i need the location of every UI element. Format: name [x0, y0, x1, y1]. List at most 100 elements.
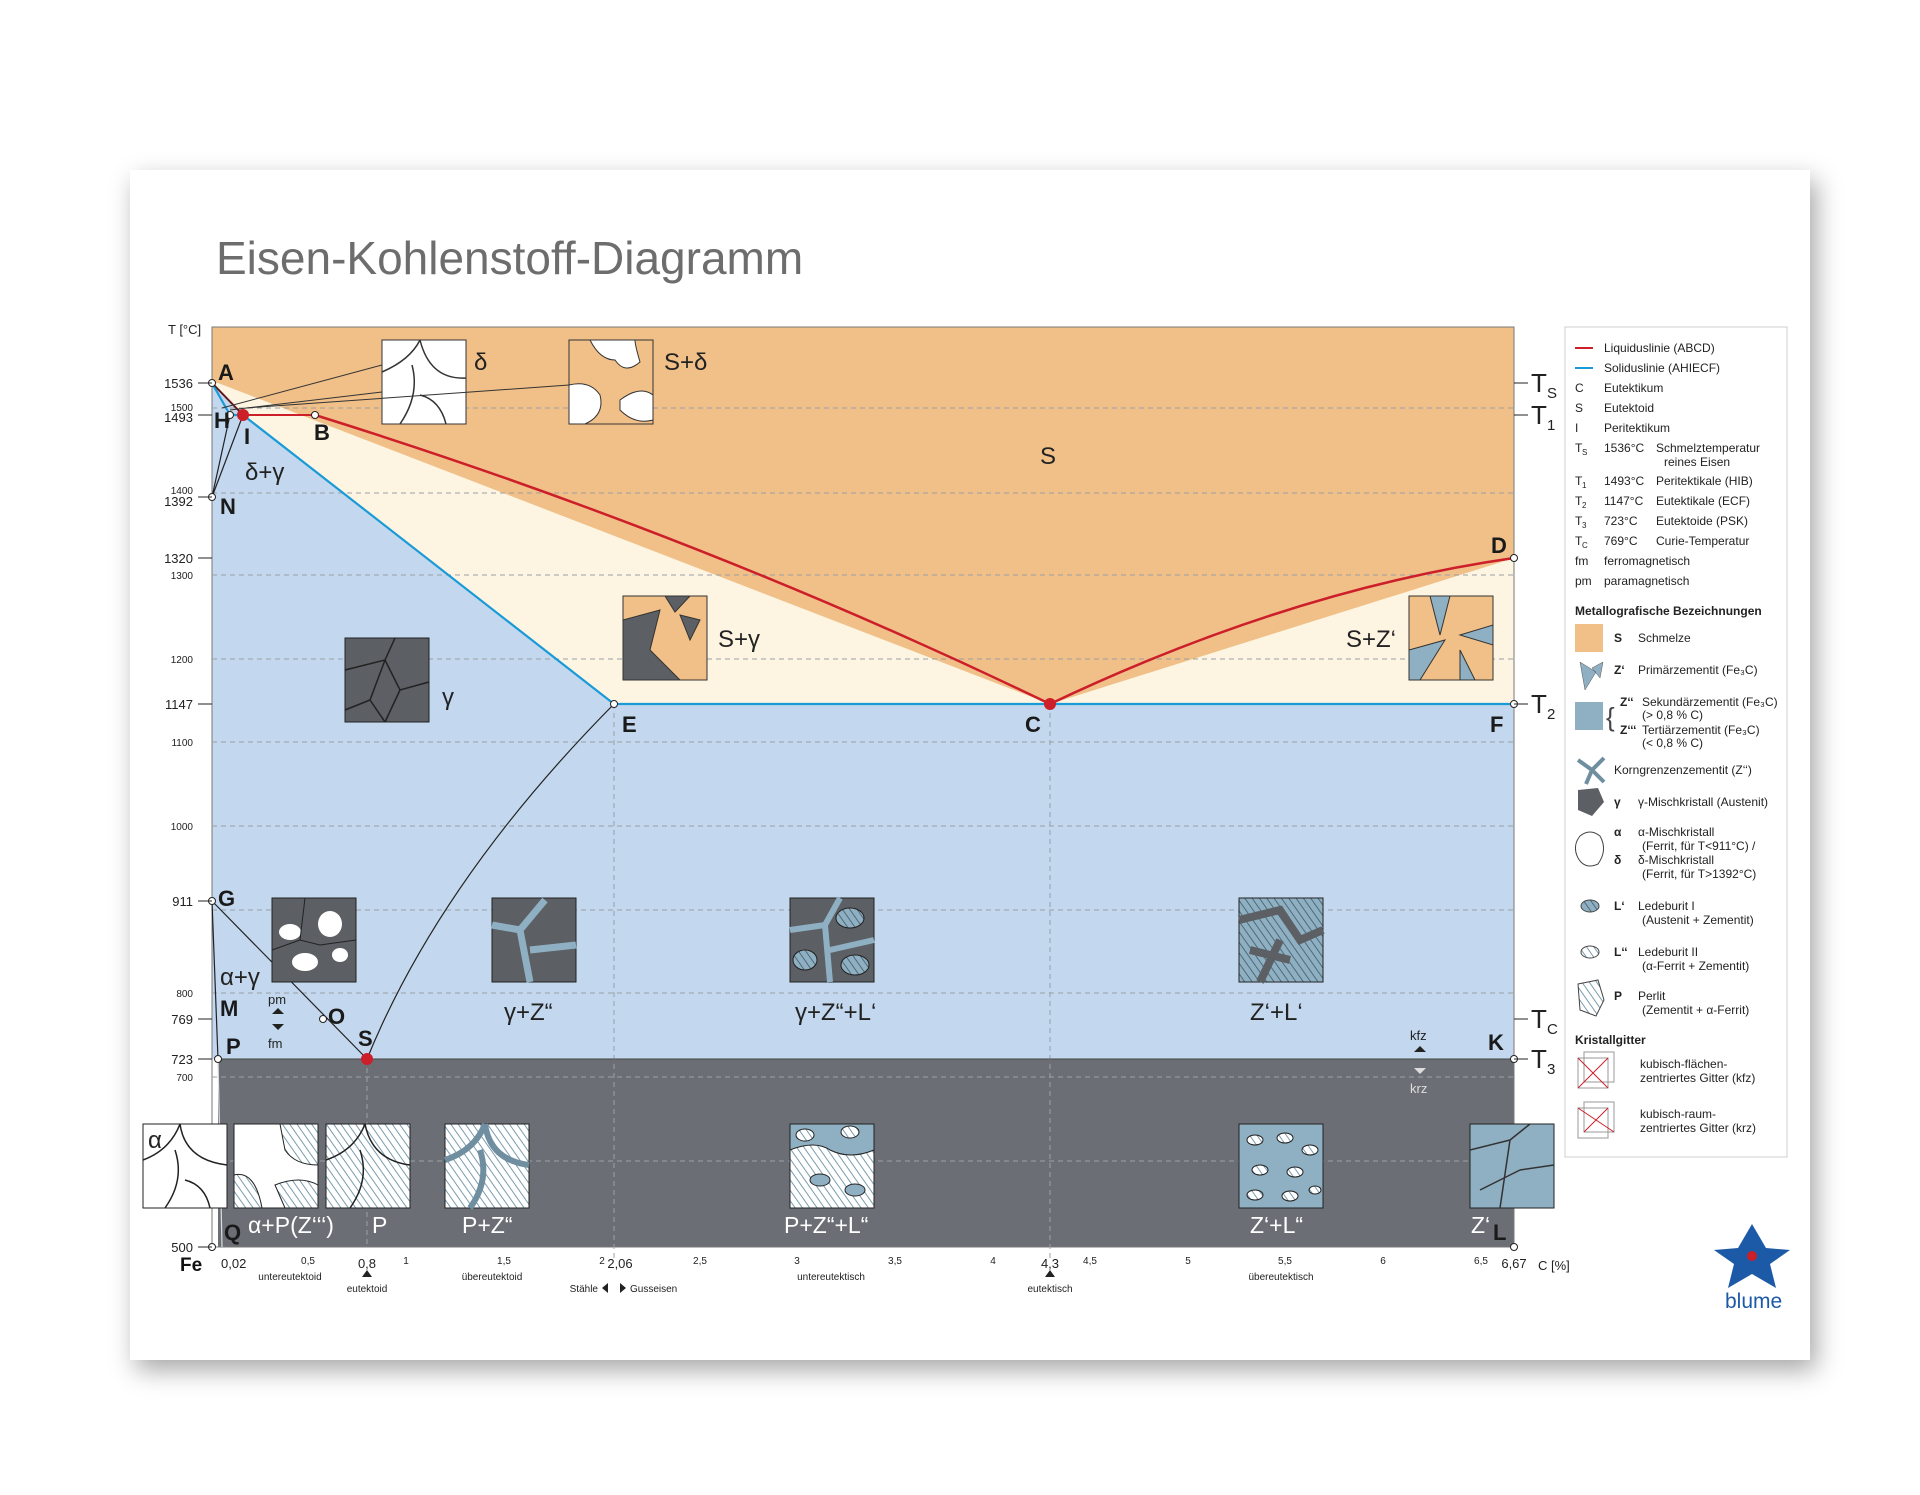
y-tick-1200: 1200 [171, 655, 194, 666]
micrograph-p-z2-l2 [789, 1123, 875, 1209]
marker-t1: T [1531, 400, 1547, 430]
y-tick-1493: 1493 [164, 410, 193, 425]
x-tick-15: 1,5 [497, 1256, 511, 1267]
legend-peritektikum: Peritektikum [1604, 421, 1670, 435]
micrograph-z1 [1469, 1123, 1555, 1209]
liquidus-bc [314, 413, 1051, 706]
svg-text:2: 2 [1582, 501, 1587, 510]
micrograph-z1-l2 [1238, 1123, 1324, 1209]
marker-t1-sub: 1 [1547, 417, 1555, 434]
x-axis-label: C [%] [1538, 1258, 1570, 1273]
point-label-b: B [314, 420, 330, 445]
svg-text:Z‘‘‘: Z‘‘‘ [1620, 723, 1636, 737]
phase-lines [211, 382, 1515, 1248]
label-kfz: kfz [1410, 1028, 1427, 1043]
marker-tc: T [1531, 1004, 1547, 1034]
legend-krz: kubisch-raum- [1640, 1107, 1716, 1121]
micrograph-gamma-z2 [491, 897, 577, 983]
x-tick-1: 1 [403, 1256, 409, 1267]
blume-logo: blume [1714, 1224, 1790, 1313]
peritectic-point-i [237, 409, 249, 421]
legend-tertiaerzementit: Tertiärzementit (Fe₃C) [1642, 723, 1760, 737]
legend-solidus: Soliduslinie (AHIECF) [1604, 361, 1720, 375]
marker-ts: T [1531, 368, 1547, 398]
svg-text:1: 1 [1582, 481, 1587, 490]
kfz-lattice-icon [1577, 1051, 1615, 1089]
label-p-z2: P+Z“ [462, 1212, 512, 1238]
x-tick-25: 2,5 [693, 1256, 707, 1267]
svg-text:T: T [1575, 494, 1583, 508]
point-label-s: S [358, 1026, 373, 1051]
svg-text:1147°C: 1147°C [1604, 494, 1644, 508]
svg-text:P: P [1614, 989, 1622, 1003]
note-uebereutektoid: übereutektoid [462, 1272, 523, 1283]
y-axis: T [°C] 1536 1500 1493 1400 1392 1320 130… [164, 322, 212, 1255]
svg-text:(Austenit + Zementit): (Austenit + Zementit) [1642, 913, 1754, 927]
micrograph-alpha [142, 1123, 228, 1209]
label-delta: δ [474, 349, 487, 376]
micrographs [142, 339, 1555, 1210]
svg-text:reines Eisen: reines Eisen [1664, 455, 1730, 469]
legend-t2: Eutektikale (ECF) [1656, 494, 1750, 508]
micrograph-s-gamma [622, 595, 708, 681]
brand-name: blume [1725, 1290, 1782, 1313]
x-tick-4: 4 [990, 1256, 996, 1267]
label-pm: pm [268, 992, 286, 1007]
legend-kfz: kubisch-flächen- [1640, 1057, 1727, 1071]
line-ai [211, 382, 244, 416]
svg-text:Z‘: Z‘ [1614, 663, 1625, 677]
legend: Liquiduslinie (ABCD) Soliduslinie (AHIEC… [1564, 326, 1788, 1158]
svg-text:T: T [1575, 534, 1583, 548]
legend-schmelze: Schmelze [1638, 631, 1691, 645]
svg-text:zentriertes Gitter (krz): zentriertes Gitter (krz) [1640, 1121, 1756, 1135]
point-label-q: Q [224, 1220, 241, 1245]
marker-t3-sub: 3 [1547, 1061, 1555, 1078]
x-tick-667: 6,67 [1501, 1256, 1526, 1271]
point-label-m: M [220, 996, 238, 1021]
label-z1-l1: Z‘+L‘ [1250, 999, 1303, 1026]
point-label-o: O [328, 1004, 345, 1029]
note-staehle: Stähle [570, 1284, 599, 1295]
y-tick-1100: 1100 [171, 738, 193, 749]
legend-primaerzementit: Primärzementit (Fe₃C) [1638, 663, 1758, 677]
svg-text:723°C: 723°C [1604, 514, 1638, 528]
eutectoid-point-s [361, 1053, 373, 1065]
legend-lattice-title: Kristallgitter [1575, 1033, 1646, 1047]
x-tick-206: 2,06 [607, 1256, 632, 1271]
y-tick-1000: 1000 [171, 822, 194, 833]
right-temperature-markers: T S T 1 T 2 T C T 3 [1514, 368, 1558, 1078]
point-label-k: K [1488, 1030, 1504, 1055]
svg-text:I: I [1575, 421, 1578, 435]
svg-text:L‘: L‘ [1614, 899, 1625, 913]
point-labels: A H I B N D E C F G M O P S K Q L [214, 360, 1507, 1245]
y-tick-700: 700 [176, 1073, 193, 1084]
point-label-d: D [1491, 533, 1507, 558]
label-s-z1: S+Z‘ [1346, 626, 1396, 653]
micrograph-alpha-gamma [271, 897, 357, 983]
label-gamma-z2: γ+Z“ [504, 999, 553, 1026]
svg-text:L‘‘: L‘‘ [1614, 945, 1628, 959]
svg-text:1536°C: 1536°C [1604, 441, 1644, 455]
micrograph-z1-l1 [1238, 897, 1325, 984]
x-origin-label: Fe [180, 1255, 202, 1276]
svg-text:zentriertes Gitter (kfz): zentriertes Gitter (kfz) [1640, 1071, 1755, 1085]
label-gamma: γ [442, 684, 454, 711]
label-fm: fm [268, 1036, 282, 1051]
leader-lines [221, 364, 570, 411]
y-tick-1147: 1147 [165, 697, 193, 712]
marker-t2: T [1531, 689, 1547, 719]
line-nh [211, 414, 231, 498]
legend-austenit: γ-Mischkristall (Austenit) [1638, 795, 1768, 809]
legend-pm: paramagnetisch [1604, 574, 1689, 588]
label-gamma-z2-l1: γ+Z“+L‘ [795, 999, 876, 1026]
label-s: S [1040, 443, 1056, 470]
legend-ts: Schmelztemperatur [1656, 441, 1760, 455]
label-s-delta: S+δ [664, 349, 707, 376]
x-tick-002: 0,02 [221, 1256, 246, 1271]
svg-text:3: 3 [1582, 521, 1587, 530]
x-tick-65: 6,5 [1474, 1256, 1488, 1267]
point-label-g: G [218, 886, 235, 911]
svg-text:(Ferrit, für T>1392°C): (Ferrit, für T>1392°C) [1642, 867, 1756, 881]
y-tick-1500: 1500 [171, 403, 194, 414]
